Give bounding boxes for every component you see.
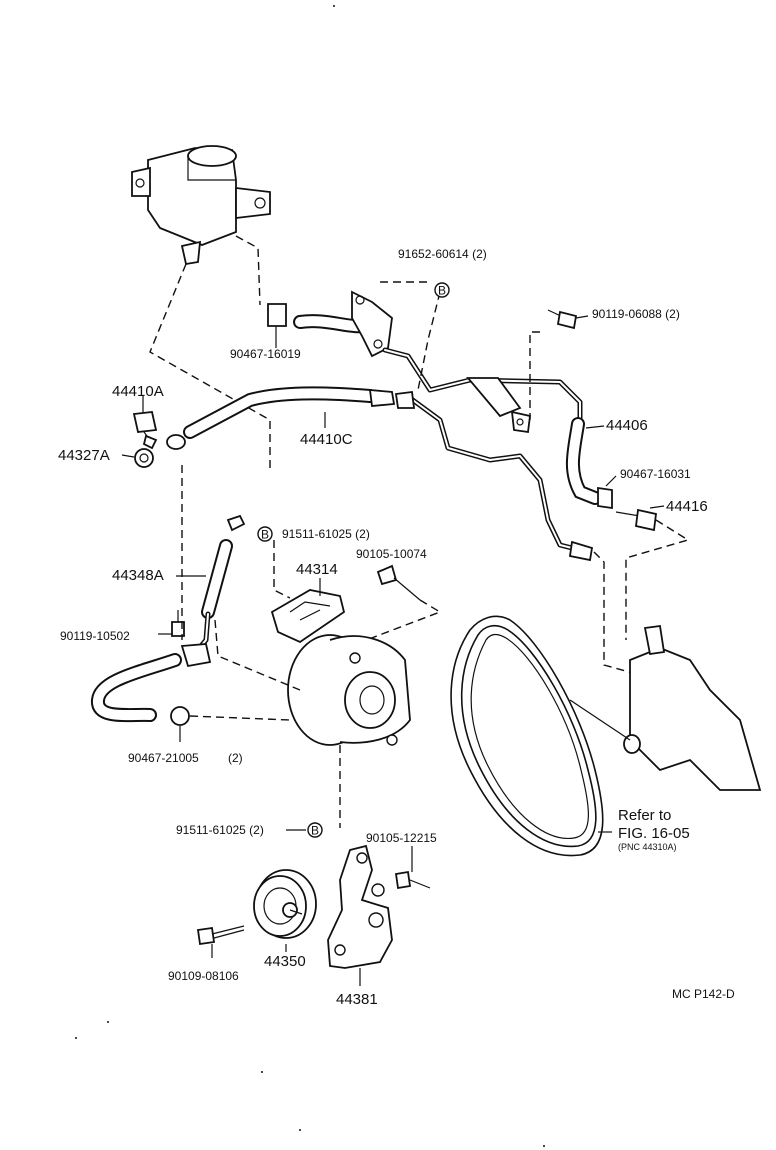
hose-44406 bbox=[565, 417, 602, 505]
label-91511-61025-top: 91511-61025 (2) bbox=[282, 527, 370, 541]
bolt-marker-b-low: B bbox=[307, 822, 323, 838]
clamp-90467-16031 bbox=[597, 486, 613, 510]
label-90105-10074: 90105-10074 bbox=[356, 547, 427, 561]
bracket-44381 bbox=[327, 844, 393, 969]
leader-44416 bbox=[649, 505, 665, 509]
hose-lower bbox=[91, 653, 190, 726]
bolt-90105-12215 bbox=[394, 870, 431, 890]
label-90119-06088: 90119-06088 (2) bbox=[592, 307, 680, 321]
leader-90119-06088 bbox=[575, 315, 589, 319]
leader-44406 bbox=[585, 425, 605, 429]
union-44416 bbox=[615, 508, 657, 532]
pulley-44350 bbox=[253, 869, 317, 939]
label-44348A: 44348A bbox=[112, 567, 164, 584]
refer-line-3: (PNC 44310A) bbox=[618, 842, 677, 852]
hose-44348A bbox=[180, 514, 246, 668]
leader-90467-16031 bbox=[605, 475, 617, 487]
leader-reservoir-right bbox=[235, 235, 261, 306]
clamp-90467-16019 bbox=[267, 303, 287, 327]
label-91511-61025-low: 91511-61025 (2) bbox=[176, 823, 264, 837]
diagram-code: MC P142-D bbox=[672, 987, 735, 1001]
bolt-90105-10074 bbox=[376, 564, 421, 601]
leader-right-3 bbox=[593, 551, 641, 676]
label-44416: 44416 bbox=[666, 498, 708, 515]
svg-text:B: B bbox=[438, 284, 446, 298]
bolt-90119-06088 bbox=[547, 309, 578, 330]
leader-pump-3 bbox=[189, 715, 291, 721]
bracket-upper bbox=[351, 290, 393, 358]
label-90119-10502: 90119-10502 bbox=[60, 629, 130, 643]
reservoir-tank bbox=[131, 145, 271, 266]
bolt-90119-10502 bbox=[171, 610, 185, 637]
label-90109-08106: 90109-08106 bbox=[168, 969, 239, 983]
label-90467-21005: 90467-21005 bbox=[128, 751, 199, 765]
hose-44410C bbox=[166, 386, 416, 450]
part-44327A-gasket bbox=[134, 448, 154, 468]
label-44406: 44406 bbox=[606, 417, 648, 434]
label-44410A: 44410A bbox=[112, 383, 164, 400]
label-91652-60614: 91652-60614 (2) bbox=[398, 247, 487, 261]
svg-text:B: B bbox=[261, 528, 269, 542]
drive-belt bbox=[450, 615, 604, 857]
part-44410A-bolt bbox=[132, 411, 158, 450]
label-44381: 44381 bbox=[336, 991, 378, 1008]
pipe-assembly bbox=[382, 347, 594, 562]
leader-right-2 bbox=[625, 519, 690, 640]
label-44314: 44314 bbox=[296, 561, 338, 578]
bolt-marker-b-mid: B bbox=[257, 526, 273, 542]
bolt-marker-b-top: B bbox=[434, 282, 450, 298]
part-44314-cover bbox=[270, 589, 346, 644]
leader-right-1 bbox=[529, 331, 540, 420]
leader-bolt-b2 bbox=[417, 291, 441, 391]
leader-44327A bbox=[121, 454, 135, 458]
label-44350: 44350 bbox=[264, 953, 306, 970]
label-90105-12215: 90105-12215 bbox=[366, 831, 437, 845]
label-90467-16019: 90467-16019 bbox=[230, 347, 301, 361]
bolt-90109-08106 bbox=[196, 925, 245, 946]
leader-bolt-b1 bbox=[273, 540, 291, 599]
vane-pump bbox=[287, 634, 411, 746]
label-44410C: 44410C bbox=[300, 431, 353, 448]
label-90467-21005-qty: (2) bbox=[228, 751, 243, 765]
svg-text:B: B bbox=[311, 824, 319, 838]
steering-gear bbox=[569, 624, 762, 791]
leader-90105-10074 bbox=[339, 599, 442, 651]
refer-line-2: FIG. 16-05 bbox=[618, 825, 690, 842]
leader-pump-2 bbox=[214, 619, 301, 691]
label-44327A: 44327A bbox=[58, 447, 110, 464]
refer-line-1: Refer to bbox=[618, 807, 671, 824]
label-90467-16031: 90467-16031 bbox=[620, 467, 691, 481]
